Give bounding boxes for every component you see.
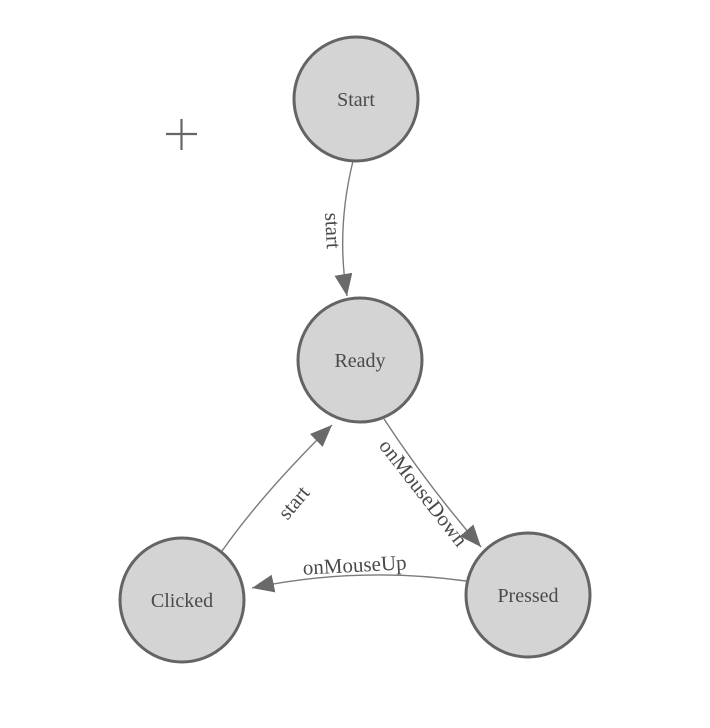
state-node-ready[interactable]: Ready xyxy=(296,296,424,424)
edge-pressed-to-clicked[interactable] xyxy=(251,574,467,593)
state-node-start[interactable]: Start xyxy=(292,35,420,163)
edge-label-pressed-to-clicked: onMouseUp xyxy=(302,550,407,579)
state-label-clicked: Clicked xyxy=(151,590,213,612)
edge-label-clicked-to-ready: start xyxy=(273,481,315,524)
state-circle-pressed[interactable] xyxy=(464,531,592,659)
plus-cross-icon xyxy=(166,119,197,150)
edge-label-start-to-ready: start xyxy=(320,212,346,250)
state-circle-start[interactable] xyxy=(292,35,420,163)
state-circle-ready[interactable] xyxy=(296,296,424,424)
state-node-pressed[interactable]: Pressed xyxy=(464,531,592,659)
edge-clicked-to-ready[interactable] xyxy=(221,424,333,552)
state-circle-clicked[interactable] xyxy=(118,536,246,664)
edge-label-ready-to-pressed: onMouseDown xyxy=(374,434,473,551)
state-label-ready: Ready xyxy=(334,350,385,372)
edge-ready-to-pressed[interactable] xyxy=(383,418,482,548)
transition-edges xyxy=(221,160,482,593)
state-node-clicked[interactable]: Clicked xyxy=(118,536,246,664)
state-label-start: Start xyxy=(337,89,375,111)
edge-start-to-ready[interactable] xyxy=(334,160,354,297)
state-label-pressed: Pressed xyxy=(497,585,558,607)
